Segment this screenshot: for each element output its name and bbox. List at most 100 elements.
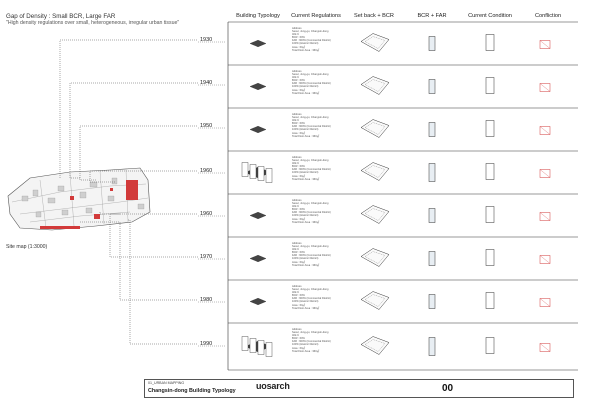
page-subtitle: "High density regulations over small, he… [6, 20, 180, 26]
conflict-hatch [539, 298, 551, 307]
typology-rows [241, 33, 551, 357]
bcr-outline [364, 251, 386, 264]
regulation-text: Address Seoul, Jung-gu, Changsin-dong 40… [292, 285, 331, 310]
current-building [485, 292, 495, 309]
typology-row [249, 248, 551, 267]
regulation-text: Address Seoul, Jung-gu, Changsin-dong 40… [292, 328, 331, 353]
year-leader-line [109, 213, 198, 258]
current-building [485, 249, 495, 266]
column-header-confliction: Confliction [534, 13, 562, 19]
bcr-outline [364, 294, 386, 307]
bcr-outline [364, 79, 386, 92]
regulation-text: Address Seoul, Jung-gu, Changsin-dong 40… [292, 27, 331, 52]
typology-block [241, 336, 249, 351]
conflict-overlay [539, 298, 551, 307]
typology-block [257, 166, 265, 181]
far-tower [428, 163, 436, 182]
typology-thumbnail [249, 40, 267, 47]
column-header-current-condition: Current Condition [468, 13, 512, 19]
year-label: 1970 [200, 254, 213, 260]
year-label: 1990 [200, 341, 213, 347]
regulation-text: Address Seoul, Jung-gu, Changsin-dong 40… [292, 113, 331, 138]
typology-row [241, 162, 551, 183]
typology-row [241, 336, 551, 357]
far-tower [428, 208, 436, 223]
typology-block [249, 164, 257, 179]
typology-thumbnail [249, 255, 267, 262]
setback-outline [360, 76, 390, 95]
year-leaders [59, 39, 226, 347]
conflict-hatch [539, 40, 551, 49]
conflict-hatch [539, 343, 551, 352]
current-building [485, 77, 495, 94]
year-leader-line [59, 39, 198, 178]
current-building [485, 337, 495, 354]
year-label: 1950 [200, 123, 213, 129]
conflict-overlay [539, 169, 551, 178]
conflict-overlay [539, 83, 551, 92]
title-block-logo: uosarch [256, 381, 290, 391]
year-label: 1930 [200, 37, 213, 43]
typology-thumbnail [249, 126, 267, 133]
setback-outline [360, 33, 390, 52]
conflict-hatch [539, 126, 551, 135]
year-label: 1980 [200, 297, 213, 303]
column-header-bcr-far: BCR + FAR [417, 13, 447, 19]
setback-outline [360, 205, 390, 224]
conflict-overlay [539, 212, 551, 221]
typology-row [249, 76, 551, 95]
conflict-hatch [539, 212, 551, 221]
title-block-studio: 01_URBAN MAPPING [148, 381, 185, 385]
conflict-hatch [539, 169, 551, 178]
bcr-outline [364, 165, 386, 178]
conflict-overlay [539, 40, 551, 49]
far-tower [428, 251, 436, 266]
bcr-outline [364, 339, 386, 352]
bcr-outline [364, 208, 386, 221]
far-tower [428, 294, 436, 309]
year-leader-line [89, 170, 198, 183]
setback-outline [360, 162, 390, 181]
setback-outline [360, 291, 390, 310]
regulation-text: Address Seoul, Jung-gu, Changsin-dong 40… [292, 70, 331, 95]
regulation-text: Address Seoul, Jung-gu, Changsin-dong 40… [292, 199, 331, 224]
conflict-overlay [539, 255, 551, 264]
setback-outline [360, 336, 390, 355]
typology-thumbnail [249, 212, 267, 219]
current-building [485, 206, 495, 223]
year-leader-line [69, 82, 198, 179]
conflict-hatch [539, 255, 551, 264]
site-map [7, 167, 151, 231]
sheet-number: 00 [442, 383, 454, 394]
far-tower [428, 337, 436, 356]
current-building [485, 34, 495, 51]
setback-outline [360, 119, 390, 138]
typology-row [249, 205, 551, 224]
far-tower [428, 79, 436, 94]
current-building [485, 120, 495, 137]
column-header-building-typology: Building Typology [236, 13, 280, 19]
typology-block [265, 342, 273, 357]
year-label: 1960 [200, 168, 213, 174]
typology-block [249, 338, 257, 353]
column-header-current-regulations: Current Regulations [291, 13, 341, 19]
title-block [144, 379, 574, 398]
conflict-hatch [539, 83, 551, 92]
year-leader-line [99, 212, 198, 215]
regulation-text: Address Seoul, Jung-gu, Changsin-dong 40… [292, 156, 331, 181]
column-header-setback-bcr: Set back + BCR [354, 13, 394, 19]
typology-row [249, 291, 551, 310]
year-leader-line [128, 219, 198, 345]
typology-block [257, 340, 265, 355]
bcr-outline [364, 122, 386, 135]
typology-block [265, 168, 273, 183]
far-tower [428, 36, 436, 51]
year-label: 1940 [200, 80, 213, 86]
year-leader-line [79, 125, 198, 181]
typology-block [241, 162, 249, 177]
regulation-text: Address Seoul, Jung-gu, Changsin-dong 40… [292, 242, 331, 267]
page-title: Gap of Density : Small BCR, Large FAR [6, 13, 116, 20]
setback-outline [360, 248, 390, 267]
current-building [485, 163, 495, 180]
